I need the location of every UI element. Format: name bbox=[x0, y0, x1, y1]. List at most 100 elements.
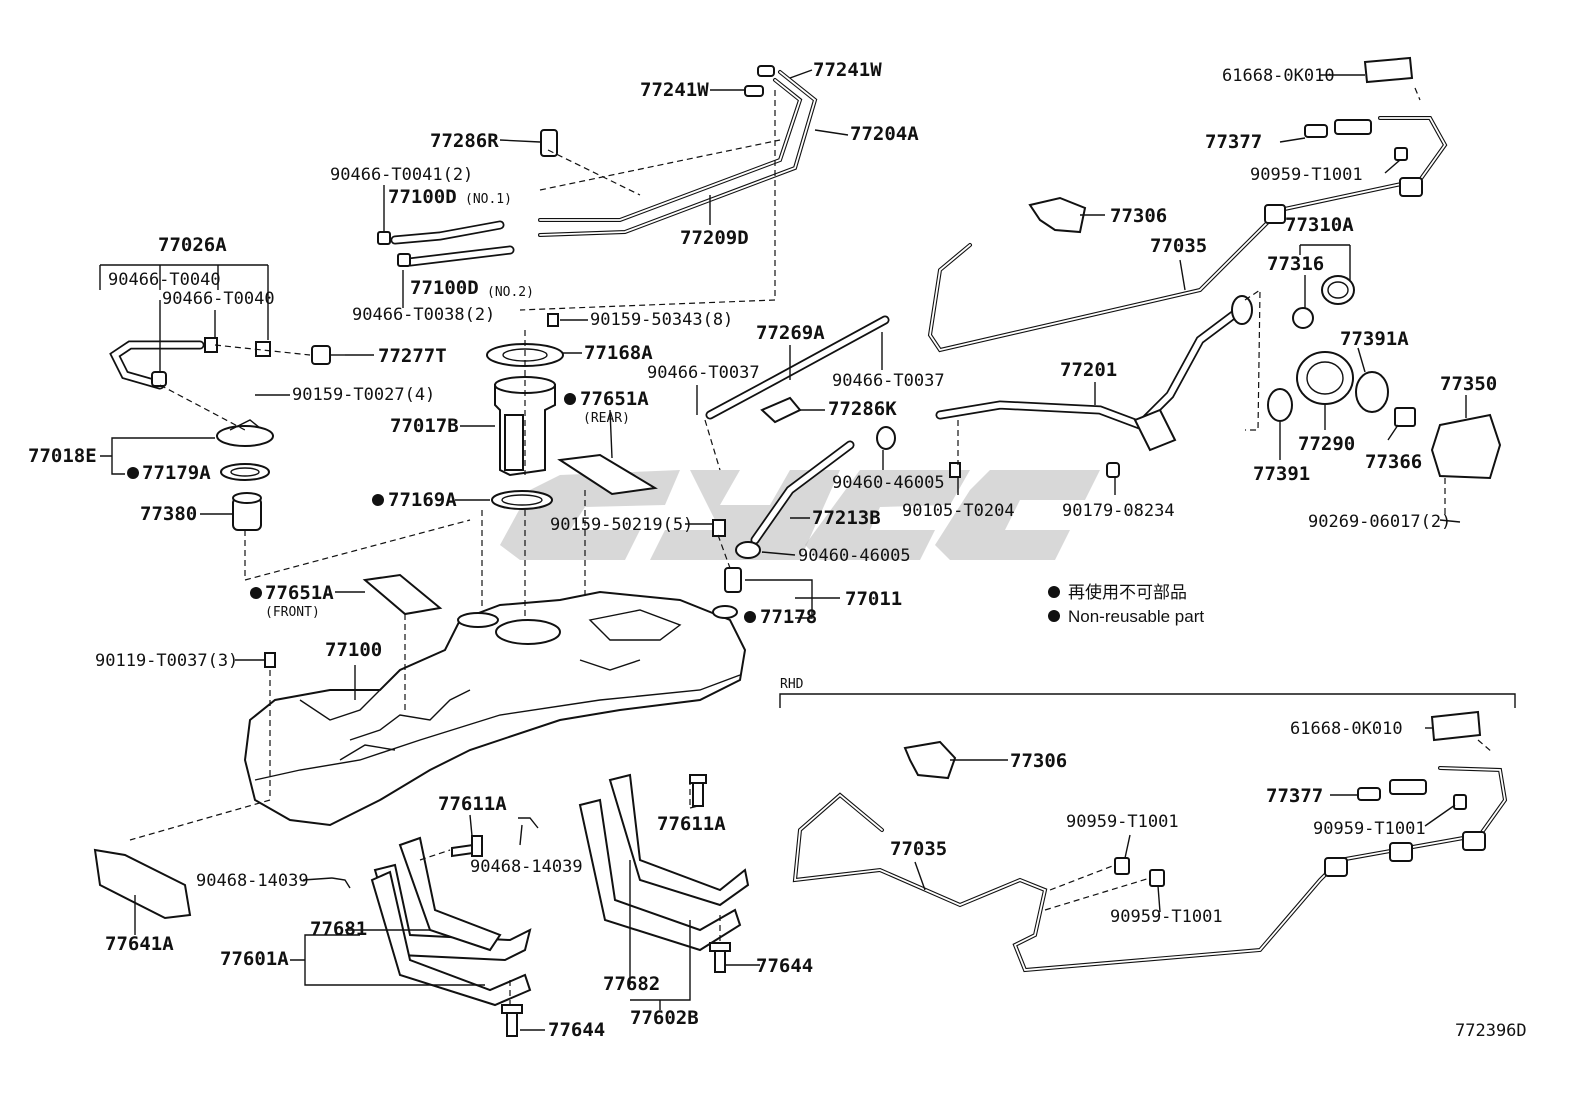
label-77100D-no2[interactable]: 77100D bbox=[410, 277, 479, 299]
lid-opener-77306-upper[interactable] bbox=[1028, 196, 1087, 234]
label-77651A-front[interactable]: 77651A bbox=[265, 582, 334, 604]
bolt-77644-b[interactable] bbox=[709, 942, 731, 973]
label-77213B[interactable]: 77213B bbox=[812, 507, 881, 529]
hinge-77366[interactable] bbox=[1394, 407, 1416, 427]
label-90959-T1001-rhd-top[interactable]: 90959-T1001 bbox=[1066, 812, 1179, 832]
filler-pipe-77201[interactable] bbox=[935, 295, 1253, 452]
label-61668-0K010-upper[interactable]: 61668-0K010 bbox=[1222, 66, 1335, 86]
label-90466-T0040-b[interactable]: 90466-T0040 bbox=[162, 289, 275, 309]
label-77366[interactable]: 77366 bbox=[1365, 451, 1422, 473]
clamp-77286R[interactable] bbox=[540, 129, 558, 157]
label-77201[interactable]: 77201 bbox=[1060, 359, 1117, 381]
label-77290[interactable]: 77290 bbox=[1298, 433, 1355, 455]
lid-cable-77035-rhd[interactable] bbox=[792, 766, 1508, 973]
label-77377-upper[interactable]: 77377 bbox=[1205, 131, 1262, 153]
label-77209D[interactable]: 77209D bbox=[680, 227, 749, 249]
label-90466-T0038[interactable]: 90466-T0038(2) bbox=[352, 305, 495, 325]
label-77306-rhd[interactable]: 77306 bbox=[1010, 750, 1067, 772]
label-77277T[interactable]: 77277T bbox=[378, 345, 447, 367]
label-77018E[interactable]: 77018E bbox=[28, 445, 97, 467]
gasket-77178[interactable] bbox=[712, 605, 738, 619]
label-77380[interactable]: 77380 bbox=[140, 503, 197, 525]
label-90959-T1001-upper[interactable]: 90959-T1001 bbox=[1250, 165, 1363, 185]
label-77641A[interactable]: 77641A bbox=[105, 933, 174, 955]
clamp-90466-T0041[interactable] bbox=[377, 231, 391, 245]
label-77286K[interactable]: 77286K bbox=[828, 398, 897, 420]
label-90466-T0037-a[interactable]: 90466-T0037 bbox=[647, 363, 760, 383]
label-77682[interactable]: 77682 bbox=[603, 973, 660, 995]
label-77169A[interactable]: 77169A bbox=[388, 489, 457, 511]
label-77681[interactable]: 77681 bbox=[310, 918, 367, 940]
gasket-77391[interactable] bbox=[1267, 388, 1293, 422]
label-90466-T0040-a[interactable]: 90466-T0040 bbox=[108, 270, 221, 290]
fuel-cap-77310A[interactable] bbox=[1321, 275, 1355, 305]
band-77682[interactable] bbox=[578, 773, 750, 952]
hose-77026A[interactable] bbox=[109, 337, 271, 390]
fuel-lid-77350[interactable] bbox=[1430, 413, 1502, 480]
clamp-90959-T1001-rhd-a[interactable] bbox=[1453, 794, 1467, 810]
label-77316[interactable]: 77316 bbox=[1267, 253, 1324, 275]
hose-77100D-no1[interactable] bbox=[390, 220, 505, 245]
label-90119-T0037[interactable]: 90119-T0037(3) bbox=[95, 651, 238, 671]
clamp-90460-46005-lower[interactable] bbox=[735, 541, 761, 559]
label-77602B[interactable]: 77602B bbox=[630, 1007, 699, 1029]
gasket-77316[interactable] bbox=[1292, 307, 1314, 329]
label-77286R[interactable]: 77286R bbox=[430, 130, 499, 152]
pin-90468-14039-b[interactable] bbox=[518, 817, 539, 829]
label-77026A[interactable]: 77026A bbox=[158, 234, 227, 256]
label-77391[interactable]: 77391 bbox=[1253, 463, 1310, 485]
clamp-90959-T1001-rhd-b[interactable] bbox=[1114, 857, 1130, 875]
filler-hose-77213B[interactable] bbox=[750, 440, 855, 545]
label-90159-50343[interactable]: 90159-50343(8) bbox=[590, 310, 733, 330]
label-77035-upper[interactable]: 77035 bbox=[1150, 235, 1207, 257]
lock-cylinder-77377-upper[interactable] bbox=[1304, 119, 1372, 138]
clip-77241W[interactable] bbox=[744, 65, 775, 97]
nut-90179-08234[interactable] bbox=[1106, 462, 1120, 478]
label-77017B[interactable]: 77017B bbox=[390, 415, 459, 437]
valve-77277T[interactable] bbox=[311, 345, 345, 365]
fuel-tank-77100[interactable] bbox=[243, 590, 747, 827]
label-77204A[interactable]: 77204A bbox=[850, 123, 919, 145]
clamp-90959-T1001-upper[interactable] bbox=[1394, 147, 1408, 161]
label-90105-T0204[interactable]: 90105-T0204 bbox=[902, 501, 1015, 521]
gasket-77169A[interactable] bbox=[491, 490, 553, 510]
label-77651A-rear[interactable]: 77651A bbox=[580, 388, 649, 410]
label-77644-b[interactable]: 77644 bbox=[756, 955, 813, 977]
label-90468-14039-a[interactable]: 90468-14039 bbox=[196, 871, 309, 891]
label-90460-46005-a[interactable]: 90460-46005 bbox=[832, 473, 945, 493]
label-77241W-left[interactable]: 77241W bbox=[640, 79, 709, 101]
bolt-77611A-a[interactable] bbox=[451, 835, 483, 858]
gasket-77179A[interactable] bbox=[220, 463, 270, 481]
label-77306-upper[interactable]: 77306 bbox=[1110, 205, 1167, 227]
label-77011[interactable]: 77011 bbox=[845, 588, 902, 610]
protector-77641A[interactable] bbox=[93, 848, 192, 920]
label-77644-a[interactable]: 77644 bbox=[548, 1019, 605, 1041]
bolt-90105-T0204[interactable] bbox=[949, 462, 961, 478]
clamp-90466-T0038[interactable] bbox=[397, 253, 411, 267]
label-90959-T1001-rhd-right[interactable]: 90959-T1001 bbox=[1313, 819, 1426, 839]
bolt-90159-50219[interactable] bbox=[712, 519, 726, 537]
label-90468-14039-b[interactable]: 90468-14039 bbox=[470, 857, 583, 877]
label-77179A[interactable]: 77179A bbox=[142, 462, 211, 484]
lock-cylinder-77377-rhd[interactable] bbox=[1357, 779, 1427, 801]
label-77241W-right[interactable]: 77241W bbox=[813, 59, 882, 81]
bolt-90159-50343[interactable] bbox=[547, 313, 559, 327]
label-77350[interactable]: 77350 bbox=[1440, 373, 1497, 395]
label-77611A-a[interactable]: 77611A bbox=[438, 793, 507, 815]
label-90269-06017[interactable]: 90269-06017(2) bbox=[1308, 512, 1451, 532]
hose-77100D-no2[interactable] bbox=[405, 245, 515, 267]
label-90466-T0041[interactable]: 90466-T0041(2) bbox=[330, 165, 473, 185]
label-77178[interactable]: 77178 bbox=[760, 606, 817, 628]
label-61668-0K010-rhd[interactable] bbox=[1430, 710, 1482, 742]
label-90460-46005-b[interactable]: 90460-46005 bbox=[798, 546, 911, 566]
fuel-tube-77204A[interactable] bbox=[538, 70, 818, 237]
clamp-90460-46005-upper[interactable] bbox=[876, 426, 896, 450]
pin-90468-14039-a[interactable] bbox=[331, 877, 351, 889]
label-77168A[interactable]: 77168A bbox=[584, 342, 653, 364]
label-77035-rhd[interactable]: 77035 bbox=[890, 838, 947, 860]
protector-77651A-rear[interactable] bbox=[557, 453, 658, 496]
filler-box-77290[interactable] bbox=[1296, 351, 1354, 405]
label-61668-0K010-rhd[interactable]: 61668-0K010 bbox=[1290, 719, 1403, 739]
clamp-77286K[interactable] bbox=[760, 396, 802, 424]
label-90159-T0027[interactable]: 90159-T0027(4) bbox=[292, 385, 435, 405]
